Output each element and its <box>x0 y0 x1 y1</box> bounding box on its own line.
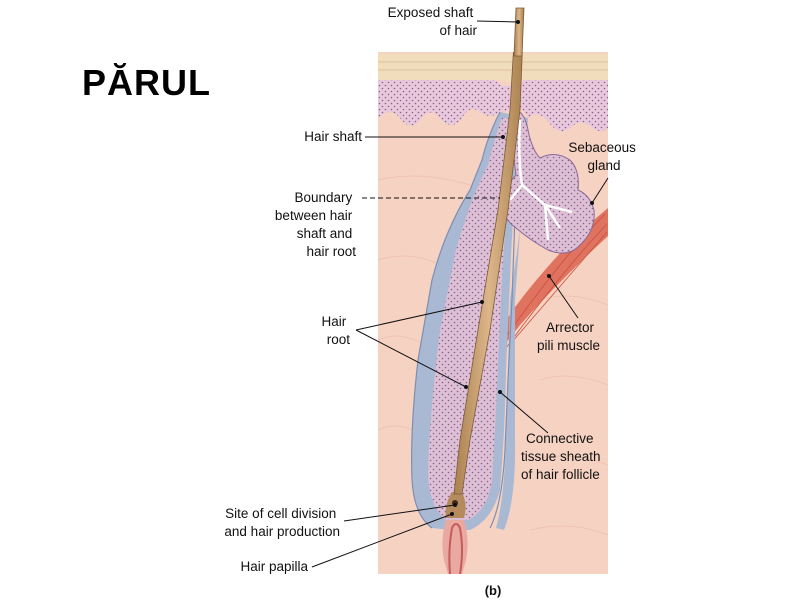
label-arrector-pili: Arrector pili muscle <box>537 320 600 353</box>
sebaceous-duct <box>509 119 573 241</box>
stratum-corneum <box>378 54 608 82</box>
exposed-hair-shaft <box>513 7 525 57</box>
label-exposed-shaft: Exposed shaft of hair <box>388 5 478 38</box>
epidermis-dots <box>378 80 608 132</box>
slide-title: PĂRUL <box>82 62 211 103</box>
label-cell-division: Site of cell division and hair productio… <box>224 506 340 539</box>
label-hair-shaft: Hair shaft <box>304 129 362 144</box>
hair-strand <box>453 52 523 495</box>
label-hair-papilla: Hair papilla <box>240 559 308 574</box>
leader-lines <box>311 20 609 568</box>
corneum-lines <box>378 61 608 71</box>
gland-dots <box>500 112 595 254</box>
hair-papilla <box>442 520 468 574</box>
panel-label: (b) <box>485 583 502 598</box>
label-connective-sheath: Connective tissue sheath of hair follicl… <box>521 431 604 482</box>
label-hair-root: Hair root <box>321 314 350 347</box>
follicle-dots <box>428 118 514 520</box>
papilla-vessel <box>448 523 463 574</box>
label-sebaceous-gland: Sebaceous gland <box>568 140 639 173</box>
label-boundary: Boundary between hair shaft and hair roo… <box>275 190 356 259</box>
sheath-outline <box>411 111 501 529</box>
sheath-outline-right <box>489 214 516 529</box>
